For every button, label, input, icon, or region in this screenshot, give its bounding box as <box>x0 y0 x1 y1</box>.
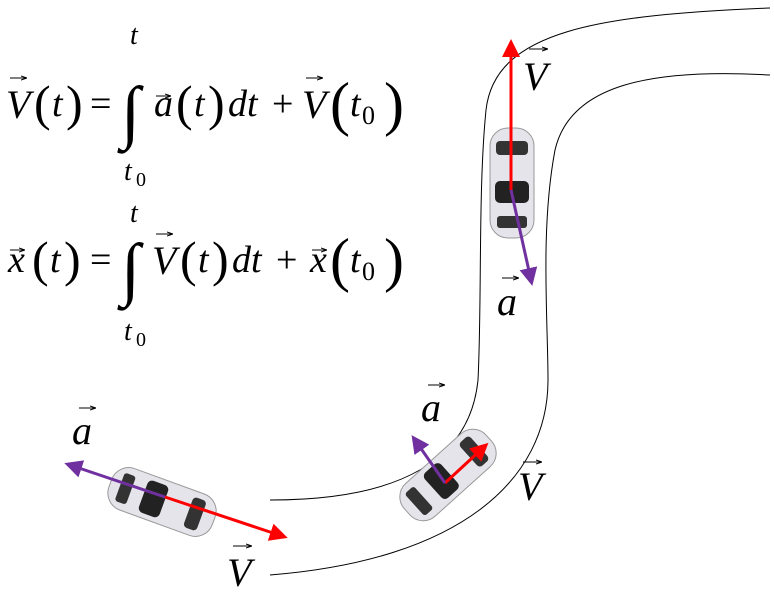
eq-dt: dt <box>232 239 263 281</box>
eq-paren: ) <box>66 75 83 131</box>
eq-paren: ( <box>176 75 193 131</box>
label-text: V <box>227 550 256 595</box>
label-text: a <box>421 385 441 430</box>
lower-limit: t <box>124 316 133 347</box>
eq-var: t <box>350 239 362 281</box>
label-a-left: a <box>72 408 95 453</box>
velocity-arrow-left <box>164 495 288 541</box>
eq-plus: + <box>276 239 297 281</box>
eq-sub: 0 <box>362 101 375 130</box>
eq-symbol: V <box>6 82 35 127</box>
road-inner-edge <box>269 7 771 501</box>
label-text: a <box>72 408 92 453</box>
eq-sub: 0 <box>362 257 375 286</box>
eq-paren: ( <box>32 231 49 287</box>
equation-position: x ( t ) = ∫ t t 0 V ( t ) dt + x ( t 0 ) <box>7 198 404 351</box>
eq-paren: ) <box>212 231 229 287</box>
eq-paren: ( <box>330 227 350 293</box>
eq-paren: ) <box>64 231 81 287</box>
car-middle <box>391 421 505 529</box>
car-left <box>102 462 222 542</box>
eq-paren: ) <box>384 227 404 293</box>
acceleration-arrow-left <box>64 460 166 499</box>
eq-equals: = <box>90 239 111 281</box>
eq-symbol: V <box>152 238 181 283</box>
eq-paren: ( <box>330 71 350 137</box>
lower-limit-sub: 0 <box>136 169 146 191</box>
eq-paren: ( <box>34 75 51 131</box>
label-V-middle: V <box>518 462 547 509</box>
eq-var: t <box>198 239 210 281</box>
label-a-middle: a <box>421 385 444 430</box>
label-V-left: V <box>227 546 256 595</box>
eq-var: t <box>50 239 62 281</box>
eq-symbol: x <box>309 239 327 281</box>
eq-paren: ) <box>384 71 404 137</box>
lower-limit-sub: 0 <box>136 329 146 351</box>
eq-paren: ( <box>180 231 197 287</box>
label-text: V <box>523 54 552 99</box>
integral-sign: ∫ <box>117 74 144 154</box>
eq-symbol: x <box>7 239 25 281</box>
upper-limit: t <box>130 198 139 229</box>
velocity-arrow-middle <box>443 442 489 485</box>
acceleration-arrow-middle <box>411 435 447 484</box>
road-outer-edge <box>269 73 771 576</box>
eq-equals: = <box>90 83 111 125</box>
equation-velocity: V ( t ) = ∫ t t 0 a ( t ) dt + V ( t 0 ) <box>6 20 404 191</box>
label-V-top: V <box>523 49 552 99</box>
acceleration-arrow-top <box>509 189 538 286</box>
label-a-top: a <box>497 278 518 324</box>
eq-var: t <box>194 83 206 125</box>
lower-limit: t <box>124 156 133 187</box>
eq-symbol: a <box>154 83 173 125</box>
label-text: V <box>518 464 547 509</box>
eq-var: t <box>350 83 362 125</box>
eq-var: t <box>52 83 64 125</box>
integral-sign: ∫ <box>117 231 144 311</box>
eq-plus: + <box>272 83 293 125</box>
upper-limit: t <box>130 20 139 51</box>
label-text: a <box>497 279 517 324</box>
eq-dt: dt <box>228 83 259 125</box>
eq-symbol: V <box>302 82 331 127</box>
eq-paren: ) <box>208 75 225 131</box>
